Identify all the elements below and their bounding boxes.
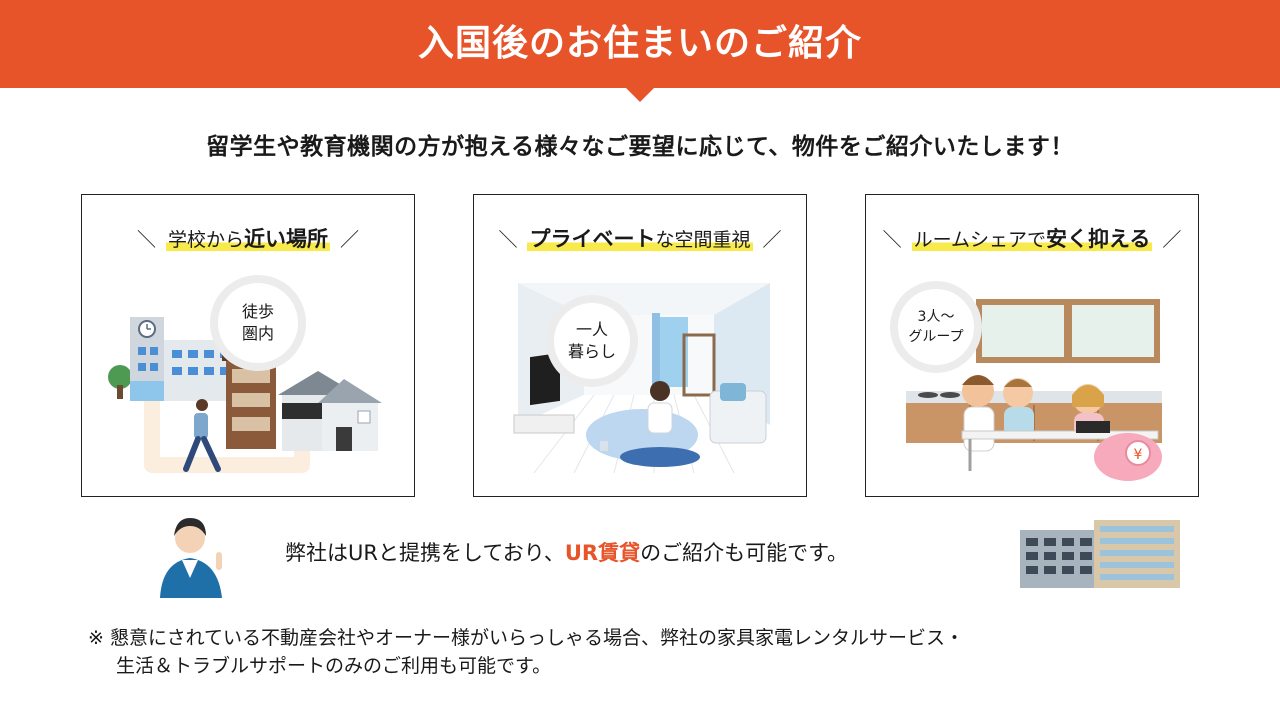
shared-kitchen-illustration: ¥	[906, 299, 1162, 481]
slash-left: ＼	[136, 229, 156, 251]
footnote-line-1: ※ 懇意にされている不動産会社やオーナー様がいらっしゃる場合、弊社の家具家電レン…	[88, 627, 965, 649]
heading-strong: 近い場所	[244, 227, 328, 251]
card-room-share: ¥ 3人～ グループ ＼ ルームシェアで安く抑える ／	[865, 194, 1199, 497]
heading-strong: プライベート	[529, 227, 656, 251]
badge-line-1: 一人	[575, 320, 608, 339]
card-heading: ＼ プライベートな空間重視 ／	[474, 223, 806, 253]
slash-right: ／	[762, 229, 782, 251]
heading-normal: ルームシェアで	[913, 229, 1047, 251]
ur-rental-emphasis: UR賃貸	[564, 541, 641, 565]
heading-normal: 学校から	[167, 229, 244, 251]
page-subtitle: 留学生や教育機関の方が抱える様々なご要望に応じて、物件をご紹介いたします！	[206, 134, 1074, 160]
slash-right: ／	[340, 229, 360, 251]
group-badge: 3人～ グループ	[890, 281, 982, 373]
footnote-line-2: 生活＆トラブルサポートのみのご利用も可能です。	[116, 655, 552, 677]
staff-person-illustration	[160, 518, 222, 598]
slash-left: ＼	[498, 229, 518, 251]
badge-line-2: グループ	[908, 329, 964, 345]
card-heading: ＼ ルームシェアで安く抑える ／	[866, 223, 1198, 253]
ur-text-after: のご紹介も可能です。	[640, 541, 849, 565]
living-alone-badge: 一人 暮らし	[546, 295, 638, 387]
slash-right: ／	[1162, 229, 1182, 251]
card-heading: ＼ 学校から近い場所 ／	[82, 223, 414, 253]
apartment-building-illustration	[1020, 520, 1180, 588]
page-title: 入国後のお住まいのご紹介	[417, 23, 862, 64]
header-banner	[0, 0, 1280, 88]
ur-partnership-text: 弊社はURと提携をしており、UR賃貸のご紹介も可能です。	[285, 537, 848, 567]
heading-normal: な空間重視	[655, 229, 751, 251]
slash-left: ＼	[882, 229, 902, 251]
badge-line-2: 圏内	[241, 324, 274, 343]
badge-line-2: 暮らし	[567, 342, 616, 361]
heading-strong: 安く抑える	[1046, 227, 1151, 251]
svg-text:¥: ¥	[1134, 447, 1143, 463]
badge-line-1: 3人～	[917, 309, 955, 325]
header-banner-pointer	[624, 86, 656, 102]
footnote: ※ 懇意にされている不動産会社やオーナー様がいらっしゃる場合、弊社の家具家電レン…	[88, 624, 964, 680]
ur-text-before: 弊社はURと提携をしており、	[285, 541, 565, 565]
badge-line-1: 徒歩	[241, 302, 274, 321]
card-near-school: 徒歩 圏内 ＼ 学校から近い場所 ／	[81, 194, 415, 497]
card-private-space: 一人 暮らし ＼ プライベートな空間重視 ／	[473, 194, 807, 497]
walking-distance-badge: 徒歩 圏内	[210, 275, 306, 371]
